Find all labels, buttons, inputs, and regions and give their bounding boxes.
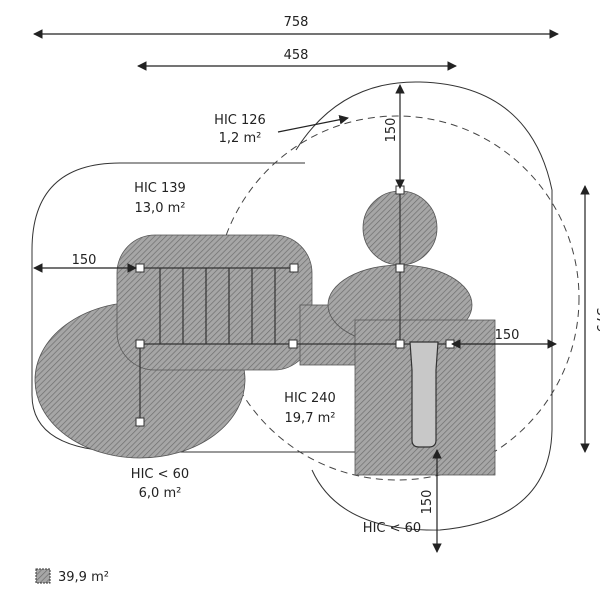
hic60-left-value: HIC < 60 xyxy=(131,467,189,482)
hic60-left-area: 6,0 m² xyxy=(139,486,182,501)
hic60-bottom-value: HIC < 60 xyxy=(363,521,421,536)
hic240-value: HIC 240 xyxy=(284,391,336,406)
equipment-frame xyxy=(139,190,450,448)
impact-areas xyxy=(34,190,496,476)
top-clearance-label: 150 xyxy=(384,118,399,143)
hic139-value: HIC 139 xyxy=(134,181,186,196)
free-space-left-outline xyxy=(31,162,360,453)
hic126-leader-arrow xyxy=(277,114,349,133)
hic126-value: HIC 126 xyxy=(214,113,266,128)
left-clearance-label: 150 xyxy=(72,253,97,268)
legend-impact-area-icon xyxy=(35,568,51,584)
overall-width-label: 758 xyxy=(284,15,309,30)
free-space-right-outline xyxy=(295,81,553,531)
legend-total-area: 39,9 m² xyxy=(58,570,109,585)
overall-depth-label: 379 xyxy=(593,308,600,333)
hic126-area: 1,2 m² xyxy=(219,131,262,146)
right-clearance-label: 150 xyxy=(495,328,520,343)
equipment-posts xyxy=(135,185,455,427)
slide-chute xyxy=(409,341,439,448)
inner-width-label: 458 xyxy=(284,48,309,63)
legend: 39,9 m² xyxy=(35,568,109,585)
impact-area-monkey-bars xyxy=(116,234,313,371)
free-space-outline xyxy=(31,81,553,531)
bottom-clearance-label: 150 xyxy=(420,490,435,515)
hic139-area: 13,0 m² xyxy=(135,201,186,216)
dimension-lines xyxy=(33,29,590,553)
hic240-area: 19,7 m² xyxy=(285,411,336,426)
